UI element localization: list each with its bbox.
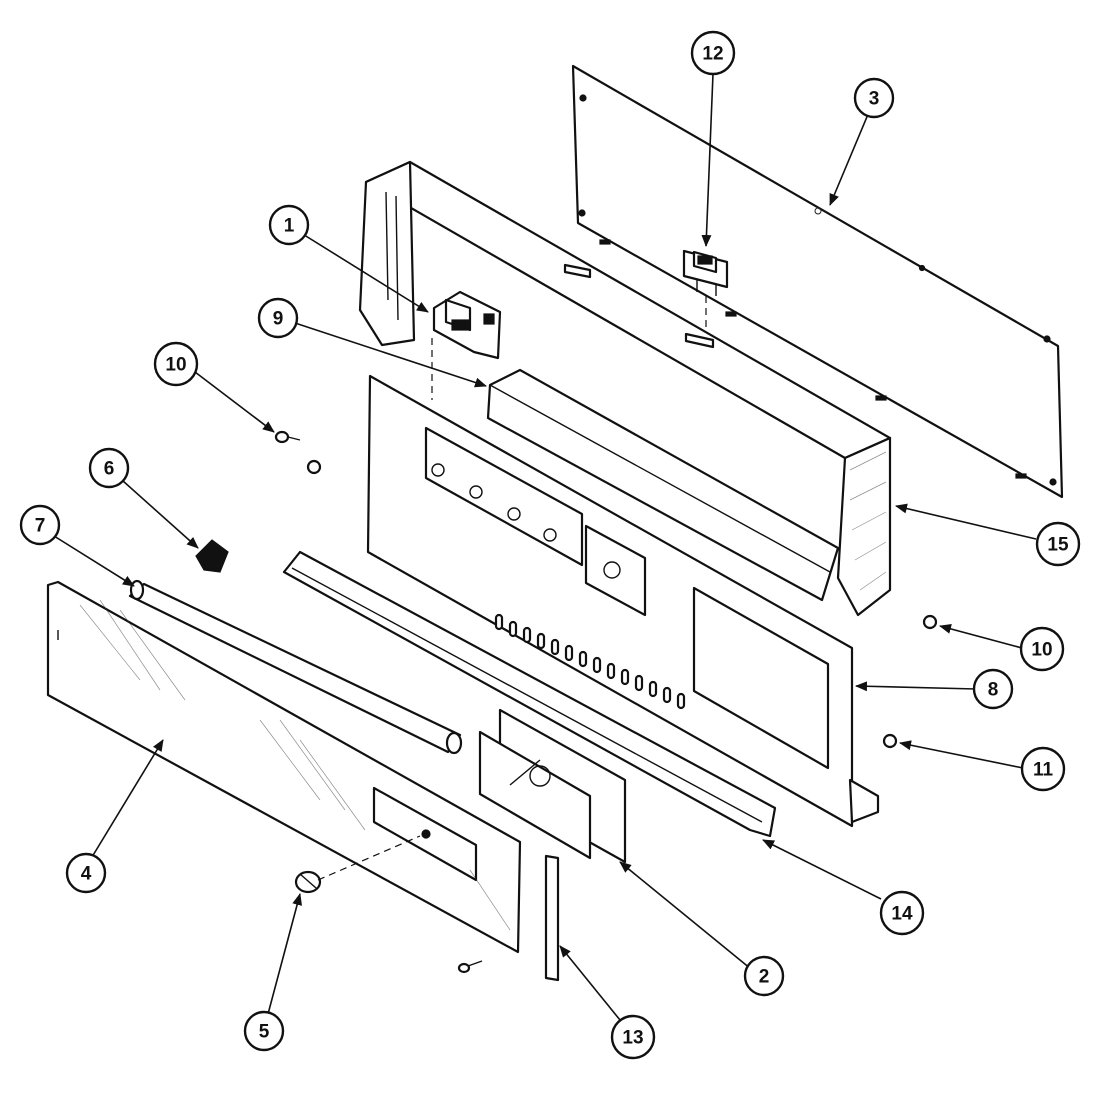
- callout-10b: 10: [1019, 626, 1065, 672]
- callout-11: 11: [1020, 746, 1066, 792]
- callout-4-label: 4: [81, 864, 92, 885]
- vent-slots: [494, 613, 686, 710]
- callout-2-label: 2: [759, 967, 770, 988]
- part-14-trim-bar: [282, 550, 777, 838]
- callout-1: 1: [268, 204, 310, 246]
- leader-10b: [939, 624, 1023, 649]
- callout-14-label: 14: [891, 904, 913, 925]
- callout-5-label: 5: [259, 1022, 270, 1043]
- callout-11-label: 11: [1033, 760, 1054, 781]
- callout-14: 14: [879, 890, 925, 936]
- callout-9-label: 9: [273, 309, 284, 330]
- leader-3: [829, 111, 870, 206]
- knob-holes: [431, 463, 621, 579]
- callout-15-label: 15: [1047, 535, 1069, 556]
- leader-lines: [53, 73, 1037, 1021]
- callout-8-label: 8: [988, 680, 999, 701]
- part-5-knob: [294, 835, 421, 894]
- part-4-glass-panel: [46, 580, 522, 954]
- callout-10a-label: 10: [165, 355, 186, 376]
- callout-13-label: 13: [622, 1028, 643, 1049]
- callout-8: 8: [972, 668, 1014, 710]
- part-15-hatch: [849, 451, 887, 591]
- leader-10a: [194, 371, 275, 433]
- leader-8: [855, 681, 977, 692]
- leader-11: [899, 740, 1024, 769]
- leader-2: [619, 861, 752, 970]
- callout-15: 15: [1035, 521, 1081, 567]
- callout-5: 5: [243, 1010, 285, 1052]
- callout-7-label: 7: [35, 516, 46, 537]
- leader-6: [122, 480, 199, 549]
- part-9-channel: [486, 368, 840, 602]
- callout-12-label: 12: [702, 44, 723, 65]
- callout-6: 6: [88, 447, 130, 489]
- part-13-stem: [544, 854, 560, 982]
- leader-13: [559, 945, 621, 1021]
- glass-reflection-hatch: [79, 599, 511, 931]
- part-3-rear-panel: [571, 64, 1064, 499]
- callout-3: 3: [853, 77, 895, 119]
- leader-5: [267, 893, 302, 1015]
- callout-4: 4: [65, 852, 107, 894]
- callout-6-label: 6: [104, 459, 115, 480]
- callouts: 1 2 3 4 5 6 7 8 9 10 10 11 12 13 14 15: [19, 30, 1081, 1060]
- callout-9: 9: [257, 297, 299, 339]
- leader-4: [91, 739, 164, 858]
- leader-12: [701, 73, 714, 247]
- part-12-switch: [682, 249, 729, 332]
- callout-7: 7: [19, 504, 61, 546]
- part-6-clip: [195, 539, 229, 573]
- part-15-console-housing: [358, 160, 892, 617]
- part-1-relay: [431, 290, 502, 400]
- callout-3-label: 3: [869, 89, 880, 110]
- leader-7: [53, 535, 135, 587]
- callout-10b-label: 10: [1031, 640, 1052, 661]
- part-8-control-panel: [366, 374, 880, 828]
- callout-2: 2: [743, 955, 785, 997]
- screws: [274, 430, 938, 974]
- callout-10a: 10: [153, 341, 199, 387]
- callout-1-label: 1: [284, 216, 295, 237]
- callout-13: 13: [610, 1014, 656, 1060]
- leader-14: [762, 839, 882, 900]
- leader-9: [294, 322, 487, 388]
- callout-12: 12: [690, 30, 736, 76]
- leader-15: [895, 503, 1037, 540]
- leader-1: [300, 232, 429, 313]
